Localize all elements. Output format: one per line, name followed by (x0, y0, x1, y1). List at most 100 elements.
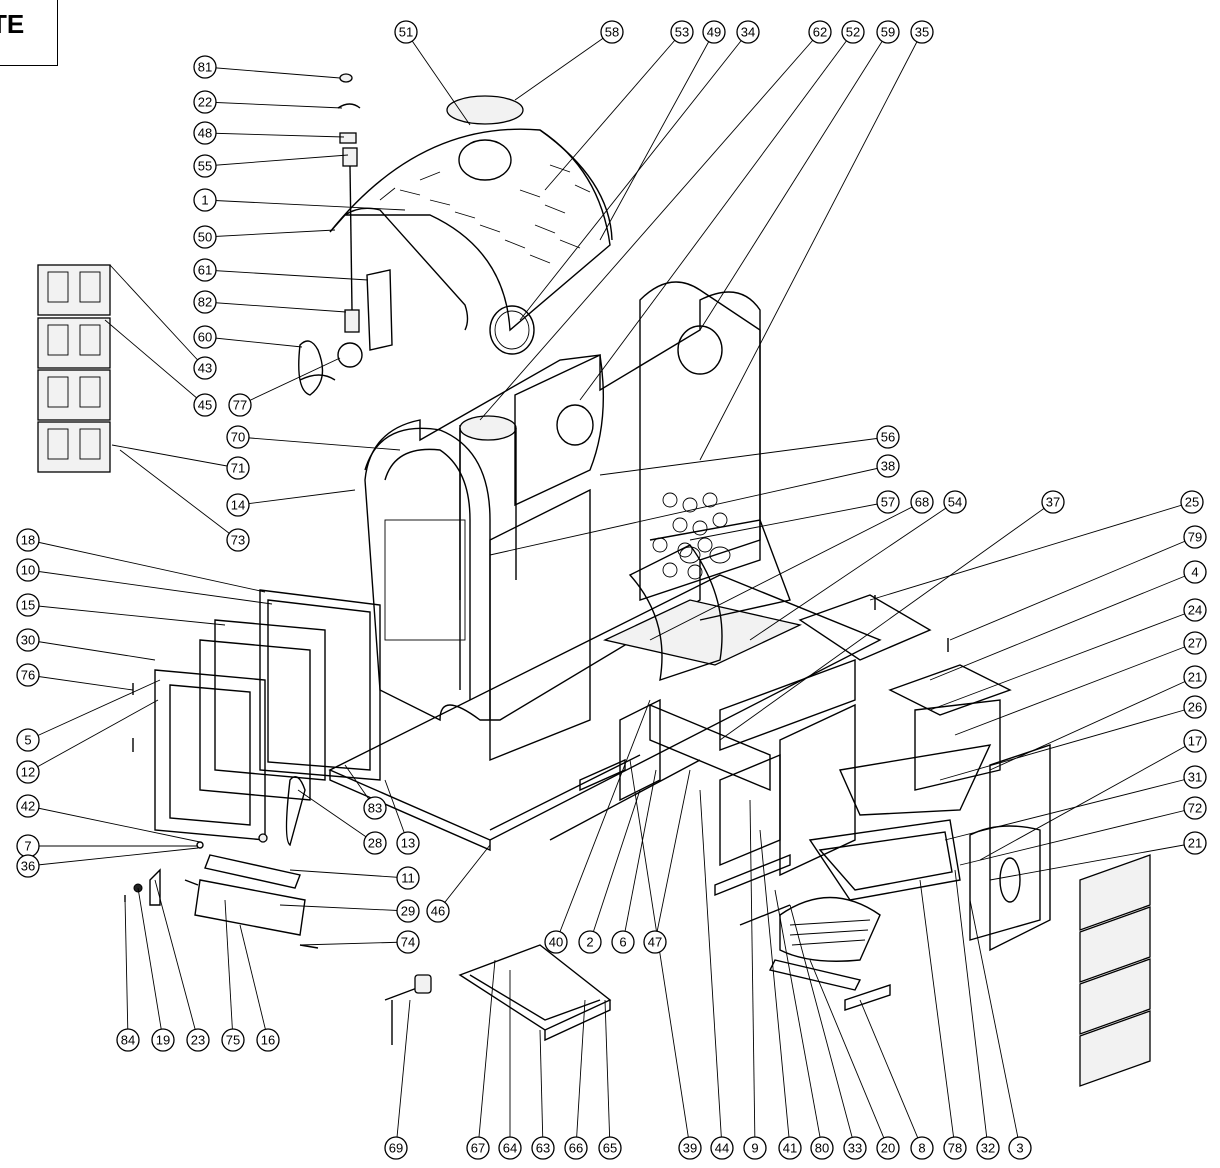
callout-50: 50 (193, 225, 217, 249)
baffle (603, 519, 802, 682)
callout-25: 25 (1180, 490, 1204, 514)
callout-leader-8 (859, 999, 923, 1149)
callout-number: 79 (1188, 530, 1202, 545)
callout-number: 58 (605, 25, 619, 40)
callout-80: 80 (810, 1136, 834, 1160)
callout-leader-51 (405, 31, 471, 126)
callout-leader-68 (649, 501, 923, 641)
callout-leader-19 (137, 887, 164, 1041)
callout-leader-1 (204, 199, 406, 211)
callout-leader-48 (204, 132, 345, 138)
callout-circle (578, 930, 602, 954)
callout-circle (384, 1136, 408, 1160)
callout-17: 17 (1183, 729, 1207, 753)
callout-44: 44 (710, 1136, 734, 1160)
callout-circle (16, 593, 40, 617)
callout-6: 6 (611, 930, 635, 954)
right-side-panel (969, 744, 1051, 952)
callout-13: 13 (396, 831, 420, 855)
callout-number: 80 (815, 1141, 829, 1156)
callout-leader-56 (599, 436, 889, 476)
callout-51: 51 (394, 20, 418, 44)
callout-circle (876, 20, 900, 44)
callout-circle (1183, 695, 1207, 719)
callout-number: 69 (389, 1141, 403, 1156)
top-hood (329, 95, 613, 355)
callout-58: 58 (600, 20, 624, 44)
callout-number: 82 (198, 295, 212, 310)
callout-number: 38 (881, 459, 895, 474)
callout-circle (193, 356, 217, 380)
callout-leader-42 (27, 805, 201, 843)
callout-53: 53 (670, 20, 694, 44)
callout-leader-73 (119, 449, 239, 541)
callout-10: 10 (16, 558, 40, 582)
callout-56: 56 (876, 425, 900, 449)
callout-number: 44 (715, 1141, 729, 1156)
callout-54: 54 (943, 490, 967, 514)
callout-leader-35 (699, 31, 923, 461)
callout-number: 29 (401, 904, 415, 919)
callout-circle (16, 728, 40, 752)
callout-45: 45 (193, 393, 217, 417)
callout-circle (16, 663, 40, 687)
callout-leader-80 (774, 889, 823, 1149)
callout-60: 60 (193, 325, 217, 349)
callout-circle (1183, 831, 1207, 855)
callout-circle (808, 20, 832, 44)
callout-number: 25 (1185, 495, 1199, 510)
callout-leader-39 (629, 759, 691, 1149)
callout-68: 68 (910, 490, 934, 514)
callout-leader-24 (929, 609, 1196, 711)
callout-number: 48 (198, 126, 212, 141)
callout-number: 64 (503, 1141, 517, 1156)
callout-circle (611, 930, 635, 954)
callout-63: 63 (531, 1136, 555, 1160)
callout-number: 20 (881, 1141, 895, 1156)
callout-leader-10 (27, 569, 273, 605)
callout-27: 27 (1183, 631, 1207, 655)
callout-circle (193, 55, 217, 79)
callout-leader-23 (154, 879, 199, 1041)
callout-leader-65 (604, 999, 611, 1149)
callout-29: 29 (396, 899, 420, 923)
ash-lip (124, 841, 319, 949)
callout-43: 43 (193, 356, 217, 380)
callout-number: 68 (915, 495, 929, 510)
callout-number: 40 (549, 935, 563, 950)
callout-circle (16, 558, 40, 582)
callout-circle (1183, 631, 1207, 655)
callout-number: 72 (1188, 801, 1202, 816)
callout-number: 6 (619, 935, 626, 950)
callout-41: 41 (778, 1136, 802, 1160)
callout-leader-29 (279, 904, 409, 912)
callout-circle (702, 20, 726, 44)
callout-number: 18 (21, 533, 35, 548)
callout-leader-50 (204, 229, 336, 238)
callout-number: 74 (401, 935, 415, 950)
callout-leader-21 (989, 842, 1196, 881)
callout-leader-21 (989, 676, 1196, 771)
callout-number: 45 (198, 398, 212, 413)
callout-leader-26 (939, 706, 1196, 781)
callout-circle (363, 831, 387, 855)
callout-number: 4 (1191, 565, 1198, 580)
callout-circle (16, 854, 40, 878)
callout-84: 84 (116, 1028, 140, 1052)
callout-circle (193, 188, 217, 212)
callout-number: 66 (569, 1141, 583, 1156)
callout-leader-66 (575, 999, 586, 1149)
callout-number: 71 (231, 461, 245, 476)
callout-1: 1 (193, 188, 217, 212)
callout-23: 23 (186, 1028, 210, 1052)
callout-leader-34 (519, 31, 749, 321)
callout-circle (598, 1136, 622, 1160)
callout-circle (910, 1136, 934, 1160)
callout-number: 78 (948, 1141, 962, 1156)
callout-number: 67 (471, 1141, 485, 1156)
callout-40: 40 (544, 930, 568, 954)
callout-number: 36 (21, 859, 35, 874)
callout-leader-36 (27, 847, 199, 867)
callout-leader-30 (27, 639, 156, 661)
callout-circle (396, 866, 420, 890)
